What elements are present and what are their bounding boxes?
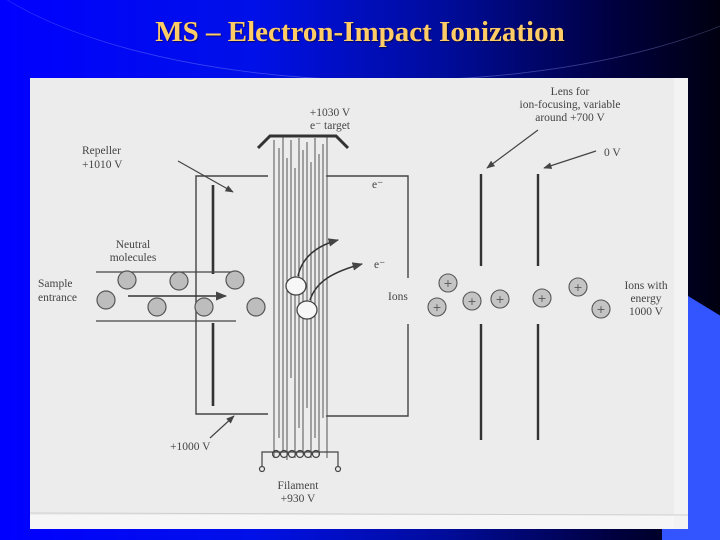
ejected-electron-arrow-2 bbox=[309, 262, 364, 301]
ionization-diagram: Repeller +1010 V +1030 V e⁻ target Lens … bbox=[30, 86, 688, 516]
svg-text:+: + bbox=[573, 281, 582, 294]
filament-label: Filament +930 V bbox=[278, 480, 320, 505]
svg-text:energy: energy bbox=[630, 293, 661, 305]
svg-text:+: + bbox=[537, 292, 546, 305]
filament bbox=[258, 449, 342, 473]
svg-text:+: + bbox=[432, 301, 441, 314]
slide-title: MS – Electron-Impact Ionization bbox=[155, 16, 565, 48]
lens-pointer-arrow bbox=[486, 129, 539, 169]
zero-volt-label: 0 V bbox=[604, 147, 621, 159]
electron-label-2: e⁻ bbox=[374, 259, 385, 271]
svg-text:around +700 V: around +700 V bbox=[535, 112, 605, 124]
svg-text:+1010 V: +1010 V bbox=[82, 159, 123, 171]
electron-target-plate bbox=[256, 134, 350, 150]
ejected-electron-arrow-1 bbox=[297, 238, 340, 277]
chamber-voltage-label: +1000 V bbox=[170, 441, 211, 453]
ionized-molecules bbox=[285, 276, 318, 320]
svg-text:+: + bbox=[495, 293, 504, 306]
svg-text:+1030 V: +1030 V bbox=[310, 107, 351, 119]
svg-text:+: + bbox=[443, 277, 452, 290]
svg-text:entrance: entrance bbox=[38, 292, 77, 304]
svg-text:molecules: molecules bbox=[110, 252, 157, 264]
svg-text:Sample: Sample bbox=[38, 278, 73, 290]
svg-text:+930 V: +930 V bbox=[281, 493, 316, 505]
sample-inlet-tube bbox=[96, 271, 236, 322]
page-edge bbox=[30, 512, 688, 516]
svg-text:e⁻ target: e⁻ target bbox=[310, 120, 351, 132]
svg-text:+: + bbox=[596, 303, 605, 316]
svg-text:+: + bbox=[467, 295, 476, 308]
electron-label-1: e⁻ bbox=[372, 179, 383, 191]
svg-text:Lens for: Lens for bbox=[551, 86, 590, 98]
neutral-molecules-label: Neutral molecules bbox=[110, 239, 157, 264]
chamber-pointer-arrow bbox=[209, 415, 235, 439]
neutral-molecules bbox=[96, 270, 266, 317]
ion bbox=[427, 273, 611, 319]
svg-text:Repeller: Repeller bbox=[82, 145, 121, 157]
repeller-label: Repeller +1010 V bbox=[82, 145, 123, 171]
svg-text:1000 V: 1000 V bbox=[629, 306, 664, 318]
lens-label: Lens for ion-focusing, variable around +… bbox=[520, 86, 621, 124]
electron-beam bbox=[273, 136, 328, 460]
zero-volt-pointer-arrow bbox=[543, 150, 597, 169]
svg-text:Neutral: Neutral bbox=[116, 239, 150, 251]
svg-text:ion-focusing, variable: ion-focusing, variable bbox=[520, 99, 621, 111]
svg-text:Filament: Filament bbox=[278, 480, 320, 492]
svg-text:Ions with: Ions with bbox=[624, 280, 667, 292]
ionization-chamber bbox=[195, 175, 409, 417]
ions-energy-label: Ions with energy 1000 V bbox=[624, 280, 667, 318]
positive-ions: + + + + + + + bbox=[427, 273, 611, 319]
sample-entrance-label: Sample entrance bbox=[38, 278, 77, 304]
diagram-panel: Repeller +1010 V +1030 V e⁻ target Lens … bbox=[30, 78, 688, 529]
target-label: +1030 V e⁻ target bbox=[310, 107, 351, 132]
ions-label: Ions bbox=[388, 291, 408, 303]
